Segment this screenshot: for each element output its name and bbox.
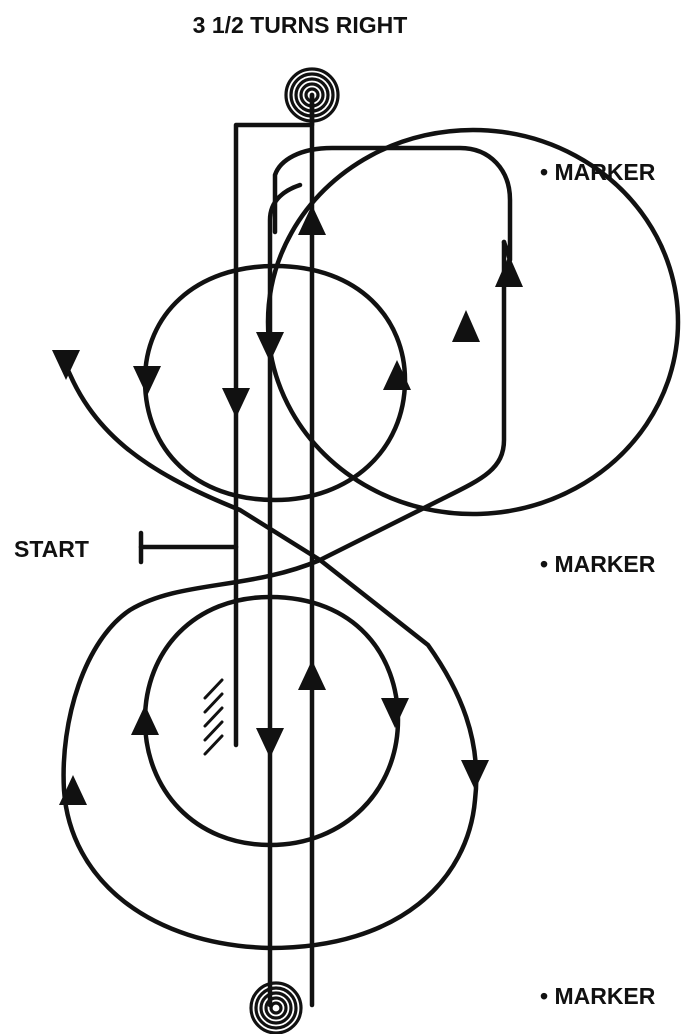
arrow-up-icon [495,255,523,287]
arrow-up-icon [298,205,326,235]
small-top-circle [142,263,408,503]
arrow-down-icon [222,388,250,418]
arrow-up-icon [452,310,480,342]
diagram-title: 3 1/2 TURNS RIGHT [193,12,408,38]
arrow-down-icon [256,728,284,758]
arrow-up-icon [131,705,159,735]
arrow-down-icon [381,698,409,728]
inner-down-line [267,182,303,1008]
arrow-down-icon [52,350,80,380]
large-bottom-loop [61,239,507,951]
start-tee [138,530,239,565]
marker-label-bottom: • MARKER [540,983,656,1009]
bottom-spiral-icon [249,981,303,1034]
arrow-down-icon [133,366,161,396]
hatch-marks [203,678,224,756]
top-right-outer-path [272,145,513,263]
arrow-up-icon [298,660,326,690]
arrow-up-icon [59,775,87,805]
marker-label-middle: • MARKER [540,551,656,577]
arrow-down-icon [461,760,489,790]
start-label: START [14,536,89,562]
arrow-up-icon [383,360,411,390]
direction-arrows [52,205,523,805]
arrow-down-icon [256,332,284,362]
large-top-circle [265,127,681,517]
